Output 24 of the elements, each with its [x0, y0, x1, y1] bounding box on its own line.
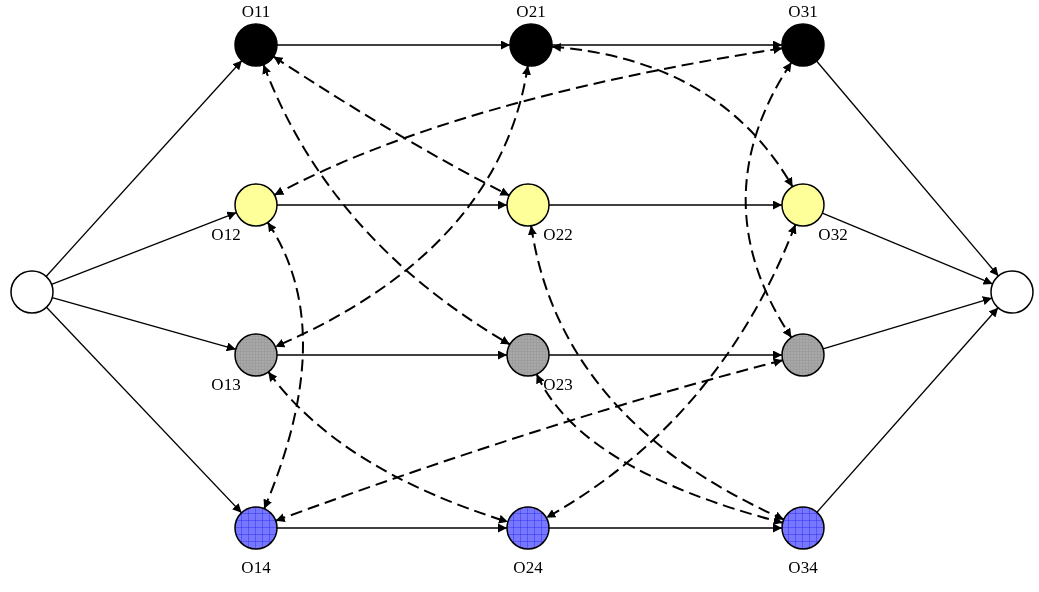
dashed-arrow	[535, 373, 784, 525]
node-label: O14	[240, 558, 272, 578]
node-label: O24	[512, 558, 544, 578]
node-label: O21	[515, 2, 547, 22]
node-label: O13	[210, 375, 242, 395]
dashed-arrow	[744, 61, 793, 339]
arrow	[45, 59, 243, 278]
node-label: O23	[542, 375, 574, 395]
arrow	[45, 306, 243, 514]
dashed-arrow	[267, 370, 509, 524]
arrow	[821, 212, 994, 285]
dashed-arrow	[263, 221, 304, 510]
node-label: O31	[787, 2, 819, 22]
node-label: O34	[787, 558, 819, 578]
arrow	[822, 296, 993, 350]
node-label: O12	[210, 225, 242, 245]
arrow	[50, 211, 238, 286]
node-label: O32	[817, 225, 849, 245]
dashed-arrow	[272, 55, 511, 197]
node-label: O11	[240, 2, 272, 22]
arrow	[816, 307, 999, 513]
node-label: O22	[542, 225, 574, 245]
dashed-arrow	[274, 358, 784, 522]
arrow	[815, 60, 1000, 277]
